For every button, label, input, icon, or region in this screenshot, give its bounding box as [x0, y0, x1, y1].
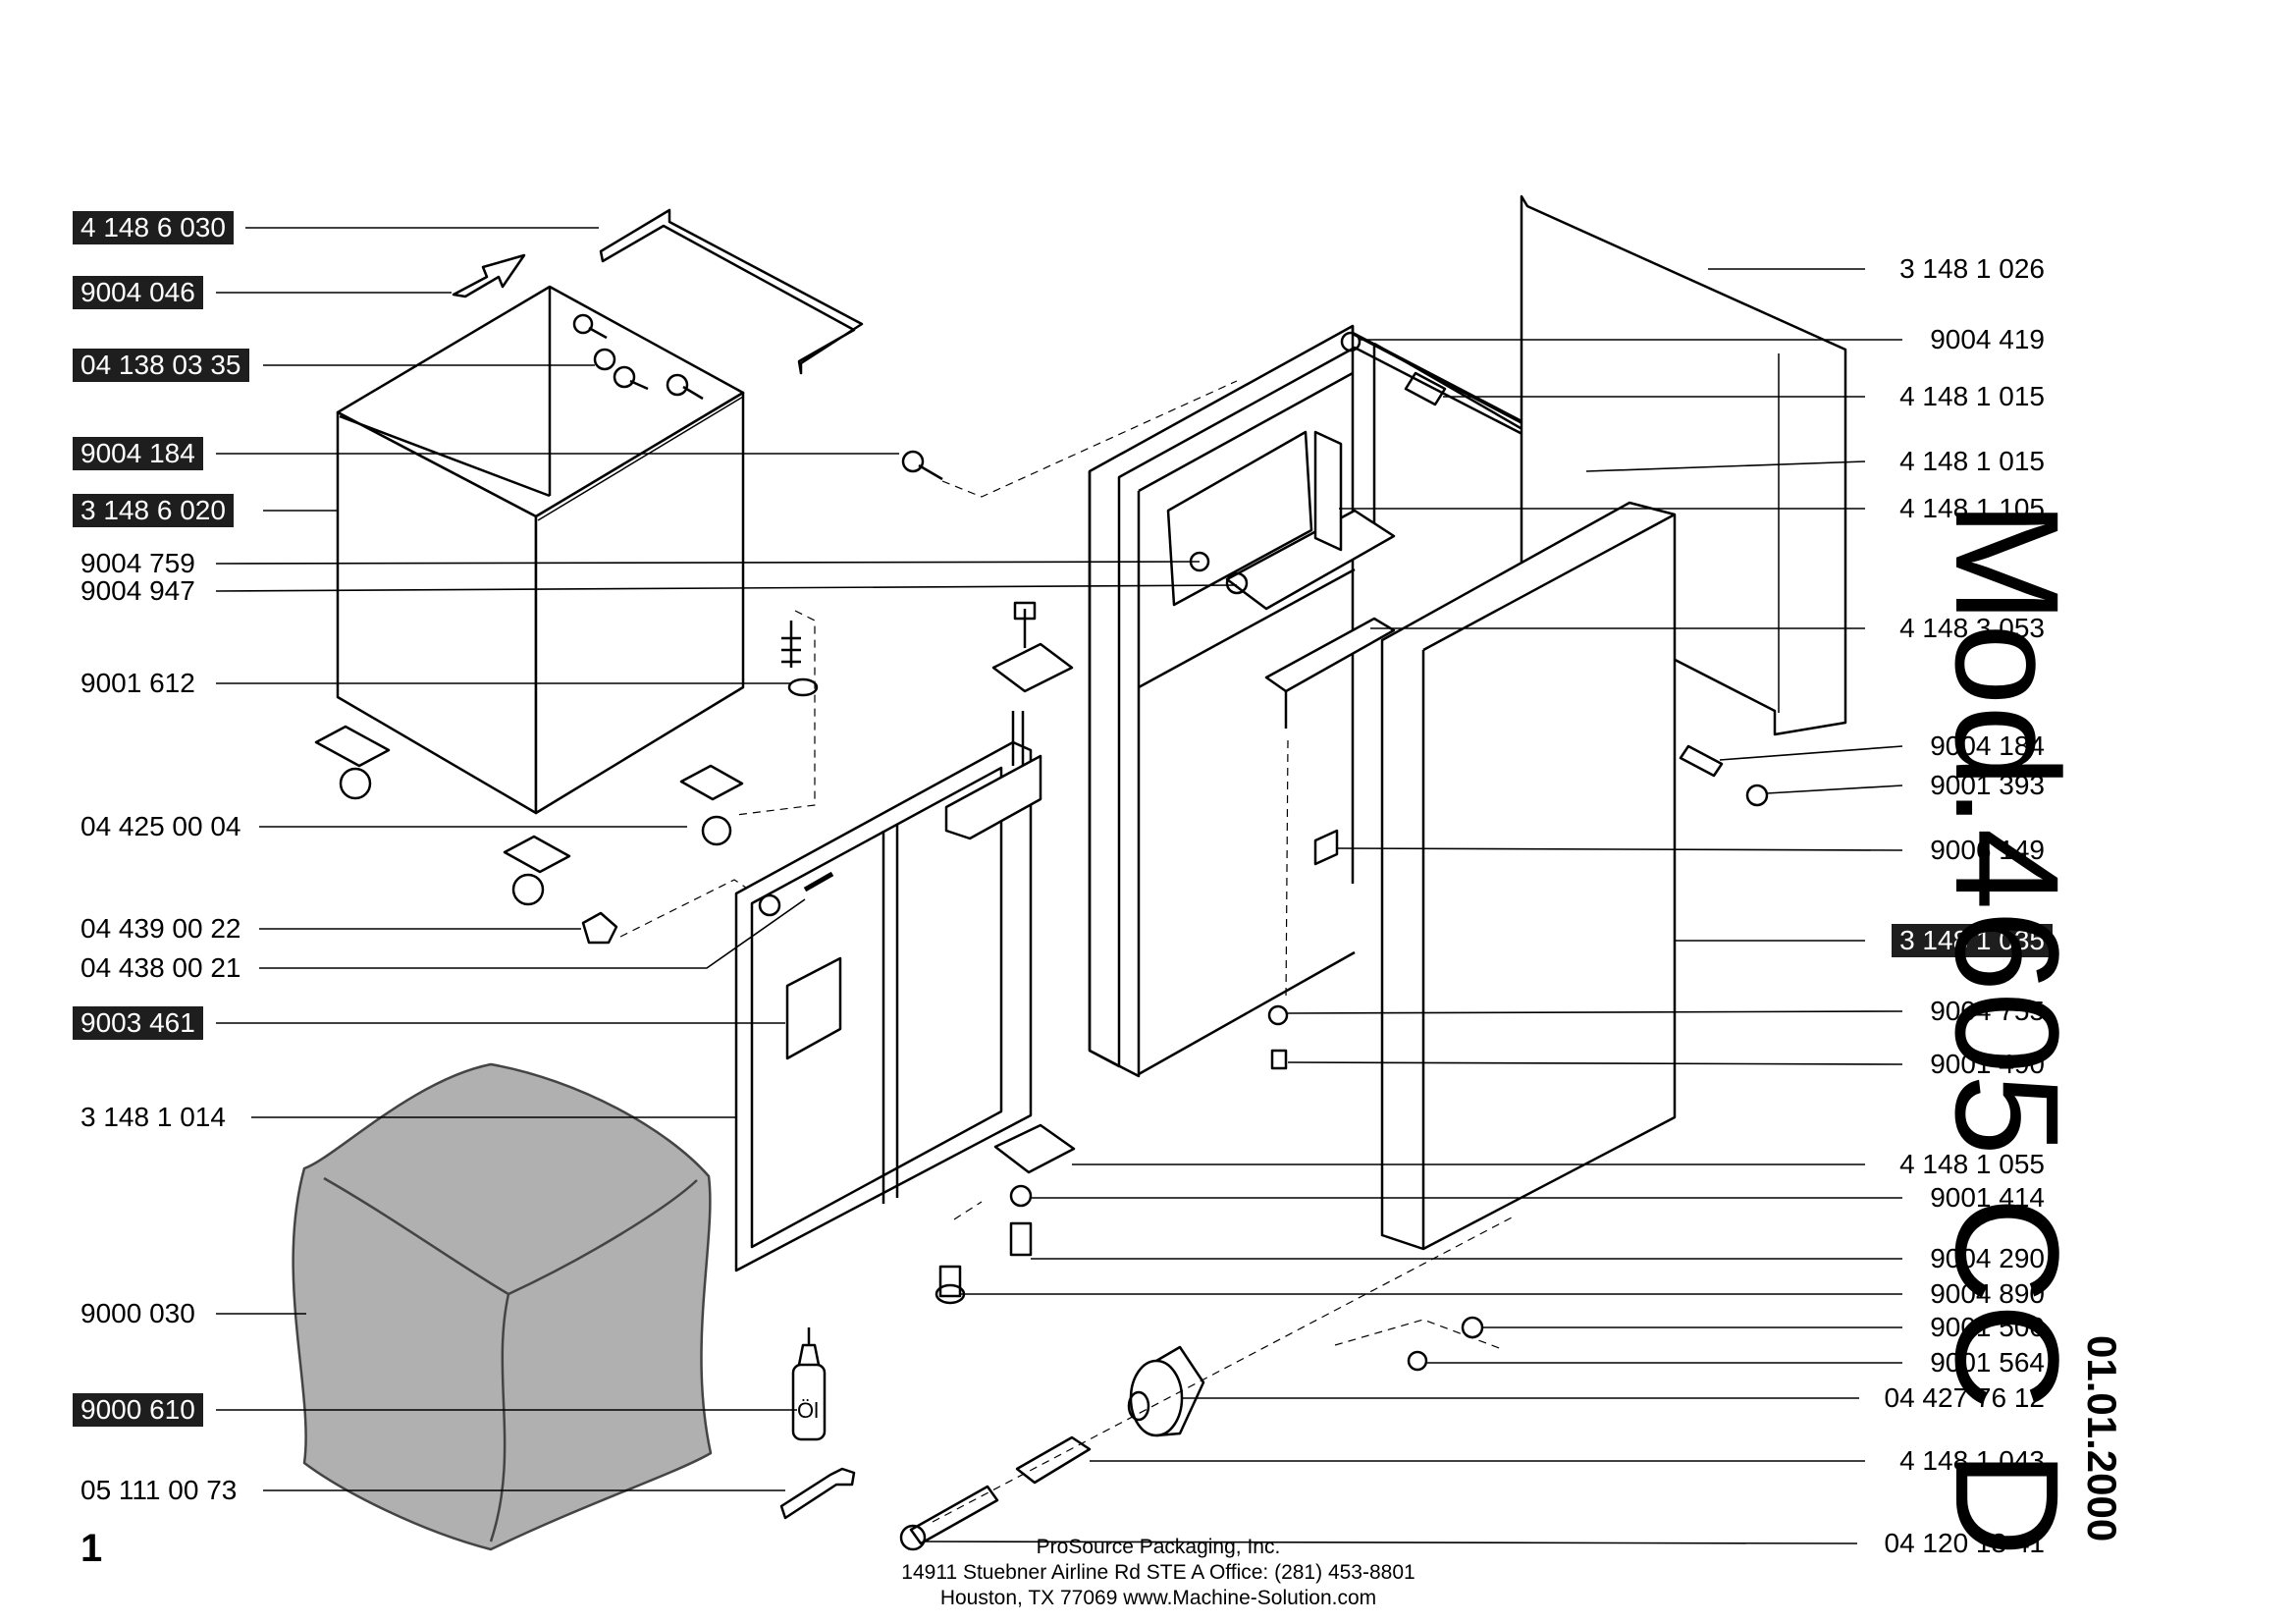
- part-label-right: 3 148 1 026: [1899, 253, 2045, 284]
- part-label-right: 9001 500: [1930, 1312, 2045, 1342]
- part-label-left: 04 438 00 21: [80, 952, 241, 983]
- page-number: 1: [80, 1527, 103, 1570]
- part-label-left: 9000 610: [73, 1393, 203, 1427]
- leader-lines: [215, 227, 1903, 1544]
- panel-screws: [1267, 739, 1769, 1070]
- part-label-left: 04 138 03 35: [73, 349, 249, 382]
- part-label-right: 9001 393: [1930, 770, 2045, 800]
- model-title: Mod.4605 CC D: [1925, 501, 2090, 1557]
- base-cabinet: [314, 285, 745, 906]
- roller-assembly: [899, 1217, 1513, 1551]
- dust-cover-bag: [292, 1062, 713, 1551]
- model-date: 01.01.2000: [2079, 1335, 2125, 1542]
- part-label-right: 9004 184: [1930, 730, 2045, 761]
- part-label-right: 9004 890: [1930, 1278, 2045, 1309]
- part-label-left: 3 148 6 020: [73, 494, 234, 527]
- part-label-right: 9004 290: [1930, 1243, 2045, 1273]
- part-label-right: 9006 149: [1930, 835, 2045, 865]
- cabinet-screws: [572, 313, 1238, 945]
- part-label-left: 9004 759: [80, 548, 195, 578]
- footer-company: ProSource Packaging, Inc.: [1036, 1536, 1281, 1558]
- part-label-right: 4 148 1 015: [1899, 446, 2045, 476]
- part-label-left: 9004 947: [80, 575, 195, 606]
- part-label-right: 4 148 1 043: [1899, 1445, 2045, 1476]
- part-label-left: 9001 612: [80, 668, 195, 698]
- part-label-left: 04 439 00 22: [80, 913, 241, 944]
- part-label-right: 4 148 1 015: [1899, 381, 2045, 411]
- footer-address: 14911 Stuebner Airline Rd STE A Office: …: [901, 1561, 1415, 1584]
- part-label-left: 9000 030: [80, 1298, 195, 1328]
- oil-bottle: [791, 1327, 827, 1441]
- part-label-right: 4 148 3 053: [1899, 613, 2045, 643]
- part-label-right: 4 148 1 055: [1899, 1149, 2045, 1179]
- part-label-left: 04 425 00 04: [80, 811, 241, 841]
- hex-key: [779, 1467, 856, 1520]
- part-label-left: 9004 184: [73, 437, 203, 470]
- part-label-left: 05 111 00 73: [80, 1475, 238, 1505]
- part-label-right: 9001 490: [1930, 1049, 2045, 1079]
- part-label-right: 3 148 1 035: [1892, 924, 2053, 957]
- side-panel: [1313, 501, 1677, 1251]
- part-label-left: 9003 461: [73, 1006, 203, 1040]
- footer-city-web: Houston, TX 77069 www.Machine-Solution.c…: [939, 1587, 1377, 1609]
- oil-bottle-label: Öl: [797, 1398, 819, 1423]
- company-footer: ProSource Packaging, Inc. 14911 Stuebner…: [864, 1535, 1453, 1611]
- part-label-right: 9004 419: [1930, 324, 2045, 354]
- part-label-right: 4 148 1 105: [1899, 493, 2045, 523]
- top-frame-bar: [599, 208, 864, 375]
- part-label-left: 9004 046: [73, 276, 203, 309]
- part-label-left: 4 148 6 030: [73, 211, 234, 244]
- part-label-right: 04 427 76 12: [1884, 1382, 2046, 1413]
- front-door: [734, 711, 1042, 1272]
- part-label-right: 9001 564: [1930, 1347, 2045, 1378]
- part-label-right: 9004 755: [1930, 996, 2045, 1026]
- hinge-hardware: [934, 601, 1076, 1305]
- main-frame: [1088, 324, 1630, 1078]
- part-label-right: 9001 414: [1930, 1182, 2045, 1213]
- part-label-right: 04 120 13 41: [1884, 1528, 2046, 1558]
- direction-arrow: [452, 253, 526, 298]
- part-label-left: 3 148 1 014: [80, 1102, 226, 1132]
